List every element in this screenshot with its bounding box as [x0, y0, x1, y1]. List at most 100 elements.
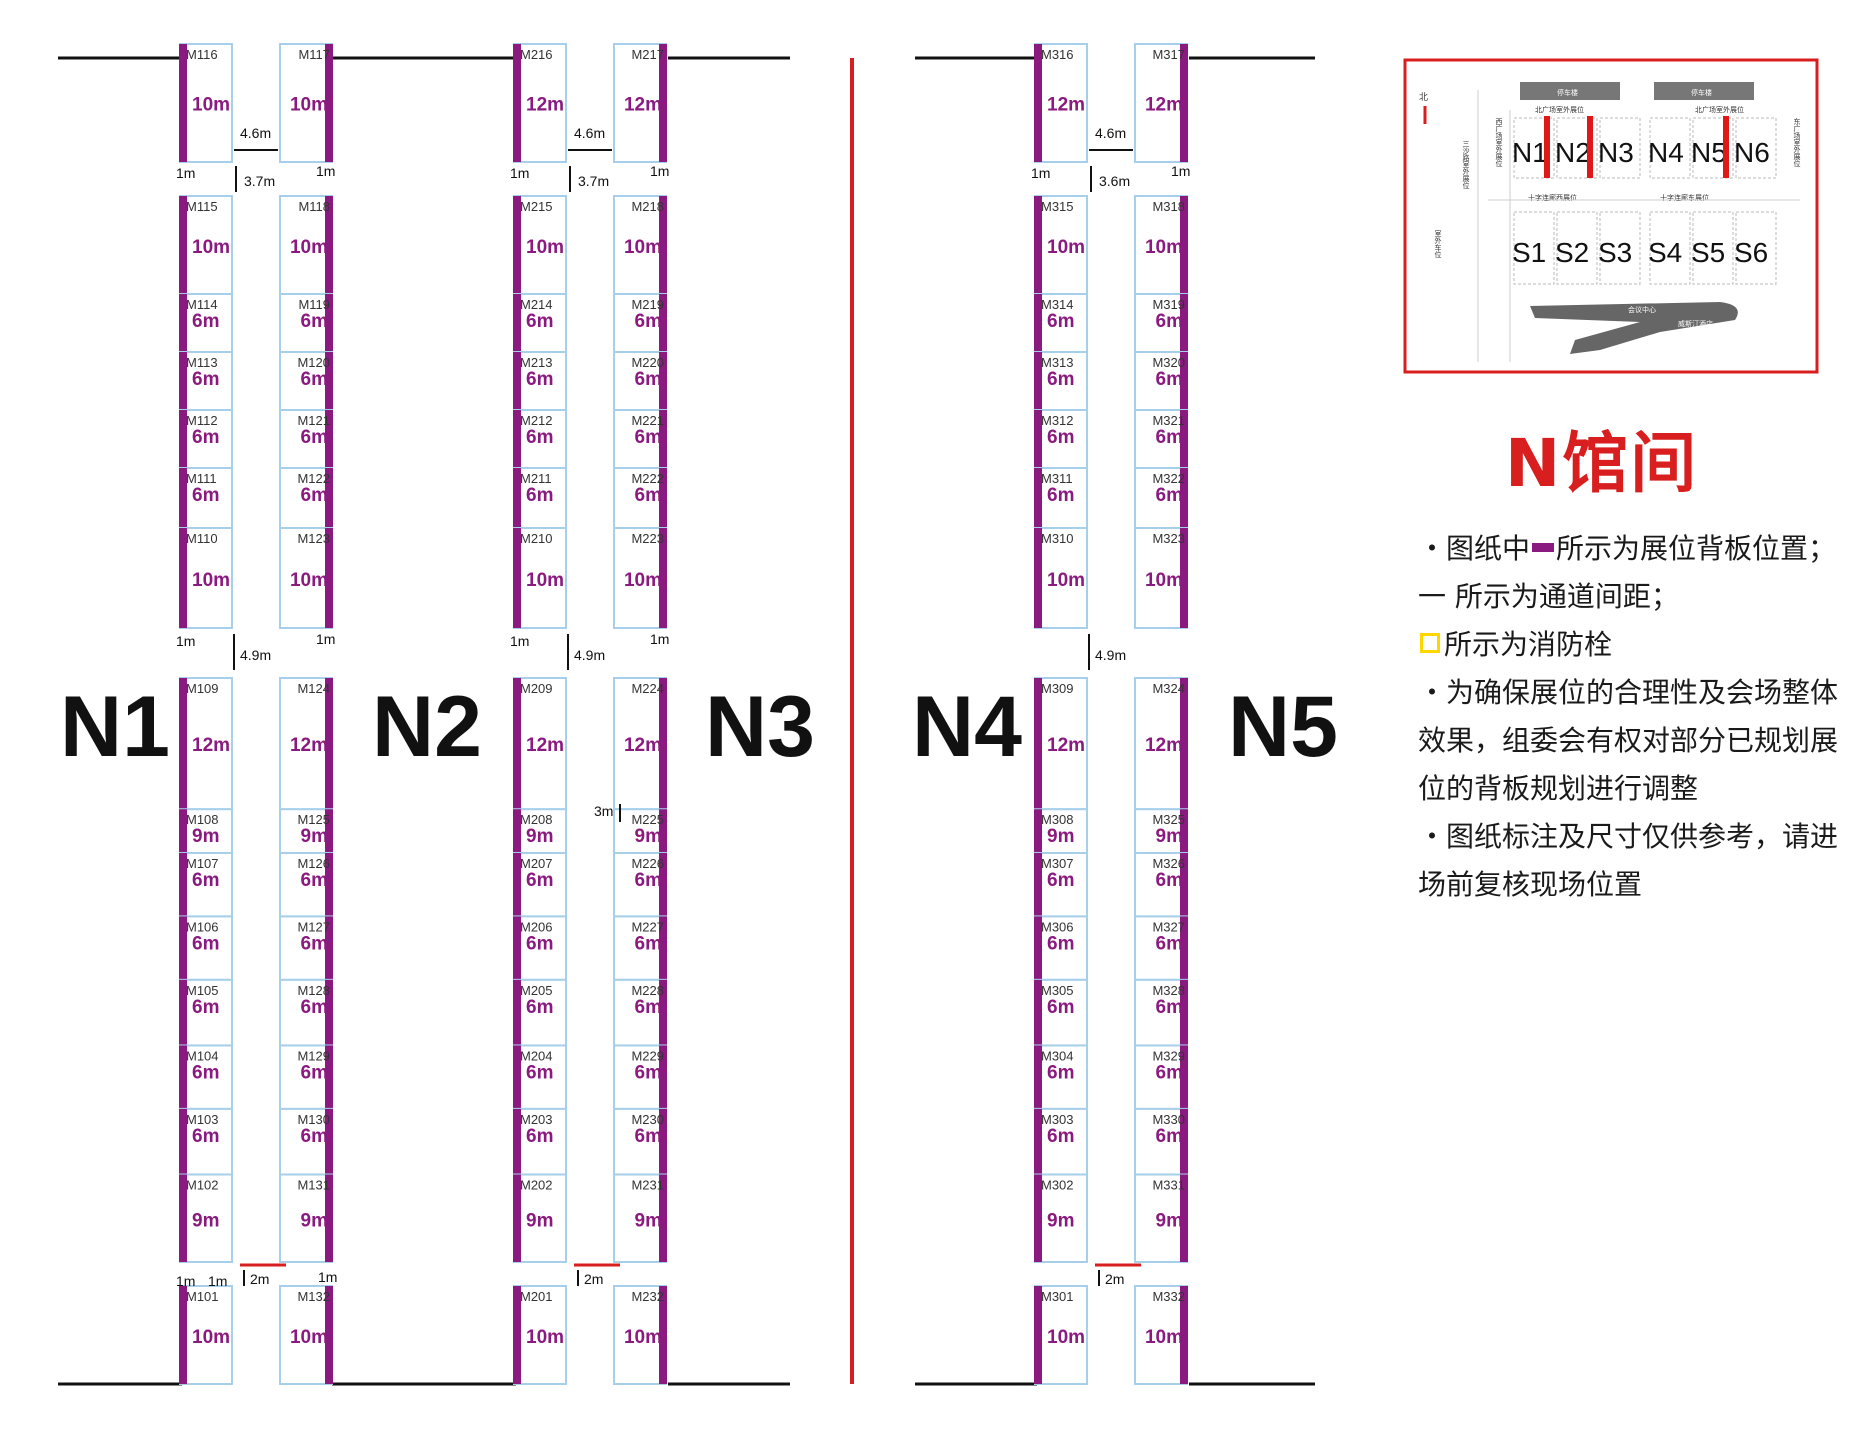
booth-code: M325: [1152, 812, 1185, 827]
booth-size: 6m: [1156, 427, 1183, 448]
minimap-label: 会议中心: [1628, 305, 1656, 314]
minimap-hall-box: [1513, 117, 1555, 179]
booth-size: 6m: [635, 1126, 662, 1147]
booth-code: M312: [1041, 413, 1074, 428]
booth-backboard: [1034, 809, 1042, 853]
booth-box: [513, 1173, 567, 1264]
booth-code: M109: [186, 681, 219, 696]
booth-code: M222: [631, 471, 664, 486]
booth-size: 6m: [1047, 933, 1074, 954]
minimap-hall-n4: N4: [1648, 137, 1684, 168]
booth-code: M326: [1152, 856, 1185, 871]
booth-backboard: [325, 916, 333, 980]
booth-code: M112: [186, 413, 218, 428]
backboard-swatch: [1532, 542, 1555, 552]
minimap-hall-s1: S1: [1512, 237, 1546, 268]
booth-size: 6m: [192, 485, 219, 506]
booth-box: [279, 1285, 333, 1385]
booth-box: [279, 1173, 333, 1264]
dimension-label: 2m: [1105, 1271, 1124, 1287]
booth-backboard: [179, 1286, 187, 1384]
minimap-frame: [1403, 58, 1819, 374]
dimension-label: 1m: [176, 1273, 195, 1289]
booth-code: M231: [631, 1178, 664, 1193]
booth-backboard: [1034, 410, 1042, 468]
booth-size: 6m: [526, 369, 553, 390]
booth-backboard: [659, 410, 667, 468]
booth-size: 6m: [1156, 485, 1183, 506]
booth-backboard: [179, 852, 187, 917]
booth-code: M223: [631, 531, 664, 546]
booth-code: M210: [520, 531, 553, 546]
booth-box: [279, 677, 333, 811]
hall-label-n5: N5: [1228, 679, 1338, 775]
booth-size: 12m: [526, 735, 564, 756]
note-text: ・图纸中: [1418, 532, 1531, 565]
booth-size: 12m: [624, 95, 662, 116]
booth-code: M306: [1041, 919, 1074, 934]
booth-size: 6m: [526, 1062, 553, 1083]
booth-box: [179, 677, 233, 811]
minimap-hall-s2: S2: [1555, 237, 1589, 268]
booth-box: [1134, 1107, 1188, 1176]
booth-box: [179, 915, 233, 981]
booth-size: 6m: [301, 997, 328, 1018]
note-text: 所示为消防栓: [1444, 628, 1613, 661]
booth-box: [279, 915, 333, 981]
booth-size: 9m: [1156, 1211, 1183, 1232]
booth-box: [1034, 1107, 1088, 1176]
minimap-hall-n5: N5: [1691, 137, 1727, 168]
note-text: 所示为展位背板位置；: [1556, 532, 1837, 565]
booth-size: 6m: [526, 427, 553, 448]
booth-backboard: [513, 1045, 521, 1109]
booth-size: 6m: [635, 485, 662, 506]
booth-code: M303: [1041, 1112, 1074, 1127]
booth-backboard: [325, 1174, 333, 1262]
booth-size: 12m: [1145, 735, 1183, 756]
booth-size: 6m: [1156, 1126, 1183, 1147]
booth-backboard: [659, 196, 667, 294]
booth-backboard: [179, 352, 187, 410]
booth-code: M221: [631, 413, 664, 428]
dimension-label: 1m: [176, 165, 195, 181]
booth-backboard: [179, 1045, 187, 1109]
booth-backboard: [179, 678, 187, 810]
booth-code: M225: [631, 812, 664, 827]
booth-box: [513, 293, 567, 353]
booth-backboard: [179, 410, 187, 468]
booth-size: 10m: [192, 95, 230, 116]
booth-backboard: [179, 44, 187, 162]
hall-walls: [58, 56, 1315, 1386]
booth-code: M308: [1041, 812, 1074, 827]
booth-backboard: [659, 294, 667, 352]
booth-box: [513, 527, 567, 629]
hydrant-swatch: [1420, 633, 1440, 653]
booth-size: 10m: [526, 570, 564, 591]
booth-size: 6m: [301, 427, 328, 448]
booth-size: 10m: [526, 237, 564, 258]
booth-backboard: [325, 196, 333, 294]
booth-backboard: [1180, 1286, 1188, 1384]
booth-code: M218: [631, 199, 664, 214]
booth-size: 6m: [192, 933, 219, 954]
booth-box: [279, 467, 333, 529]
booth-size: 9m: [526, 826, 553, 847]
booth-backboard: [659, 528, 667, 628]
minimap-label: 室外车位: [1434, 229, 1442, 258]
booth-size: 6m: [1047, 311, 1074, 332]
booth-code: M204: [520, 1048, 553, 1063]
booth-code: M319: [1152, 297, 1185, 312]
booth-code: M106: [186, 919, 219, 934]
booth-backboard: [513, 528, 521, 628]
dimension-label: 1m: [650, 163, 669, 179]
minimap-hall-box: [1649, 211, 1691, 285]
booth-box: [1034, 1173, 1088, 1264]
minimap-hall-box: [1513, 211, 1555, 285]
booth-code: M313: [1041, 355, 1074, 370]
booth-code: M110: [186, 531, 218, 546]
booth-code: M120: [297, 355, 330, 370]
note-reference: ・图纸标注及尺寸仅供参考，请进场前复核现场位置: [1418, 820, 1839, 901]
booth-backboard: [179, 979, 187, 1046]
